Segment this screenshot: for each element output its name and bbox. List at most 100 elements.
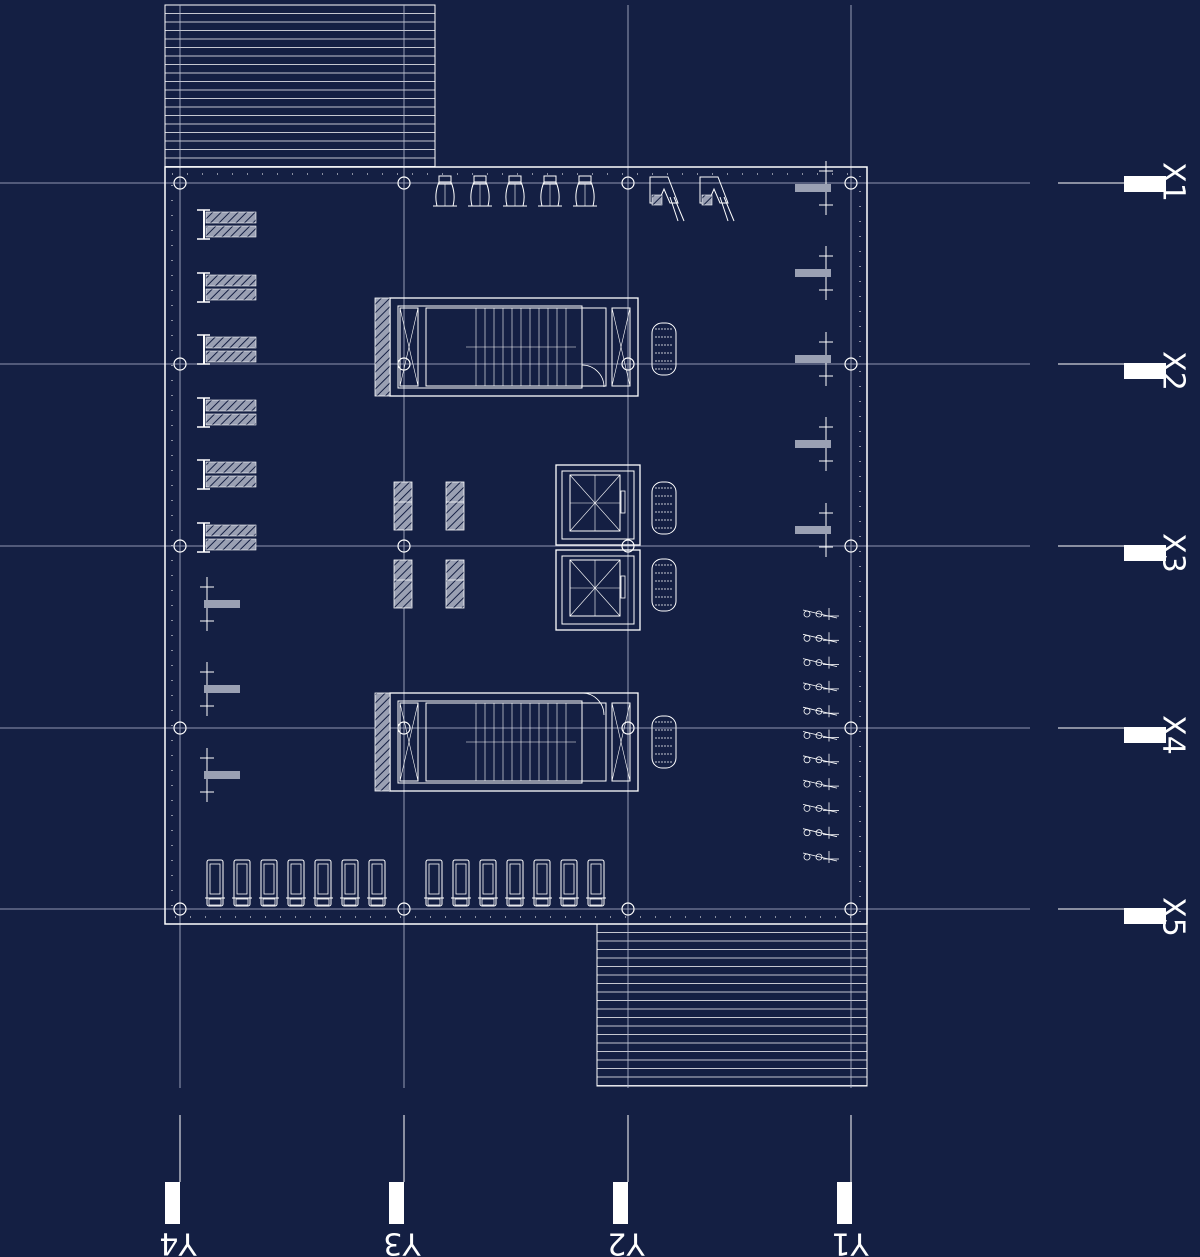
- dumbbell-rack-icon: [795, 417, 833, 471]
- door-swing: [581, 364, 605, 388]
- plate-stand-icon: [445, 481, 465, 531]
- treadmill-icon: [205, 859, 225, 907]
- column-marker: [173, 902, 187, 916]
- weight-stack-icon: [651, 481, 677, 535]
- bench-press-icon: [197, 522, 257, 553]
- column-label-y1: Y1: [831, 1182, 870, 1257]
- inner-wall-dots: [171, 173, 861, 918]
- weight-stack-icon: [651, 558, 677, 612]
- treadmill-icon: [340, 859, 360, 907]
- column-label-text: Y1: [831, 1226, 869, 1257]
- column-marker: [397, 176, 411, 190]
- bench-press-icon: [197, 459, 257, 490]
- row-label-text: X3: [1156, 533, 1191, 573]
- building-outline: [164, 166, 868, 925]
- bench-press-icon: [197, 334, 257, 365]
- dumbbell-rack-icon: [795, 161, 833, 215]
- treadmill-icon: [313, 859, 333, 907]
- wall-hatch: [374, 297, 391, 397]
- bench-press-icon: [197, 397, 257, 428]
- kettlebell-row-icon: [802, 753, 839, 766]
- dumbbell-rack-icon: [795, 246, 833, 300]
- kettlebell-row-icon: [802, 826, 839, 839]
- column-label-y2: Y2: [607, 1182, 646, 1257]
- column-marker: [173, 539, 187, 553]
- staircase-south: [374, 692, 639, 792]
- dumbbell-rack-icon: [795, 503, 833, 557]
- plate-stand-icon: [393, 559, 413, 609]
- exercise-bike-icon: [538, 175, 562, 207]
- staircase-north: [374, 297, 639, 397]
- dumbbell-rack-icon: [200, 577, 240, 631]
- kettlebell-row-icon: [802, 680, 839, 693]
- axis-markers: X1 X2 X3 X4 X5 Y1 Y2 Y3 Y4: [159, 162, 1190, 1257]
- building-cores: [374, 297, 641, 792]
- column-label-text: Y2: [607, 1226, 645, 1257]
- treadmill-icon: [532, 859, 552, 907]
- dumbbell-rack-icon: [200, 748, 240, 802]
- row-label-text: X5: [1156, 897, 1191, 937]
- plate-stand-icon: [445, 559, 465, 609]
- door-swing: [581, 692, 605, 716]
- ramp-bottom: [596, 923, 868, 1087]
- column-marker: [621, 721, 635, 735]
- column-marker: [621, 357, 635, 371]
- plate-stand-icon: [393, 481, 413, 531]
- treadmill-icon: [451, 859, 471, 907]
- outer-wall: [164, 166, 868, 925]
- kettlebell-row-icon: [802, 778, 839, 791]
- kettlebell-row-icon: [802, 851, 839, 863]
- row-label-x2: X2: [1124, 351, 1191, 391]
- weight-stack-icon: [651, 715, 677, 769]
- kettlebell-row-icon: [802, 656, 839, 669]
- gym-equipment: [197, 161, 839, 907]
- row-label-x4: X4: [1124, 715, 1191, 755]
- kettlebell-row-icon: [802, 705, 839, 718]
- kettlebell-row-icon: [802, 608, 839, 620]
- column-marker: [397, 902, 411, 916]
- column-marker: [621, 539, 635, 553]
- column-label-y4: Y4: [159, 1182, 198, 1257]
- exercise-bike-icon: [468, 175, 492, 207]
- column-marker: [844, 176, 858, 190]
- kettlebell-row-icon: [802, 632, 839, 645]
- elevator-1: [555, 464, 641, 546]
- bench-press-icon: [197, 209, 257, 240]
- kettlebell-row-icon: [802, 802, 839, 815]
- column-marker: [844, 539, 858, 553]
- dumbbell-rack-icon: [200, 662, 240, 716]
- bench-press-icon: [197, 272, 257, 303]
- treadmill-icon: [559, 859, 579, 907]
- dumbbell-rack-icon: [795, 332, 833, 386]
- rowing-machine-icon: [649, 176, 685, 222]
- treadmill-icon: [286, 859, 306, 907]
- treadmill-icon: [505, 859, 525, 907]
- column-label-y3: Y3: [383, 1182, 422, 1257]
- row-label-x3: X3: [1124, 533, 1191, 573]
- exercise-bike-icon: [433, 175, 457, 207]
- treadmill-icon: [586, 859, 606, 907]
- kettlebell-row-icon: [802, 729, 839, 742]
- row-label-text: X1: [1156, 162, 1191, 202]
- column-label-text: Y3: [383, 1226, 421, 1257]
- weight-stack-icon: [651, 322, 677, 376]
- column-marker: [173, 176, 187, 190]
- column-marker: [173, 357, 187, 371]
- column-marker: [621, 902, 635, 916]
- wall-hatch: [374, 692, 391, 792]
- column-marker: [173, 721, 187, 735]
- column-marker: [844, 721, 858, 735]
- rowing-machine-icon: [699, 176, 735, 222]
- column-marker: [844, 357, 858, 371]
- column-marker: [844, 902, 858, 916]
- elevator-2: [555, 549, 641, 631]
- row-label-x5: X5: [1124, 897, 1191, 937]
- grid-lines: [0, 5, 1124, 1182]
- exercise-bike-icon: [503, 175, 527, 207]
- treadmill-icon: [367, 859, 387, 907]
- column-label-text: Y4: [159, 1226, 197, 1257]
- row-label-x1: X1: [1124, 162, 1191, 202]
- treadmill-icon: [232, 859, 252, 907]
- treadmill-icon: [478, 859, 498, 907]
